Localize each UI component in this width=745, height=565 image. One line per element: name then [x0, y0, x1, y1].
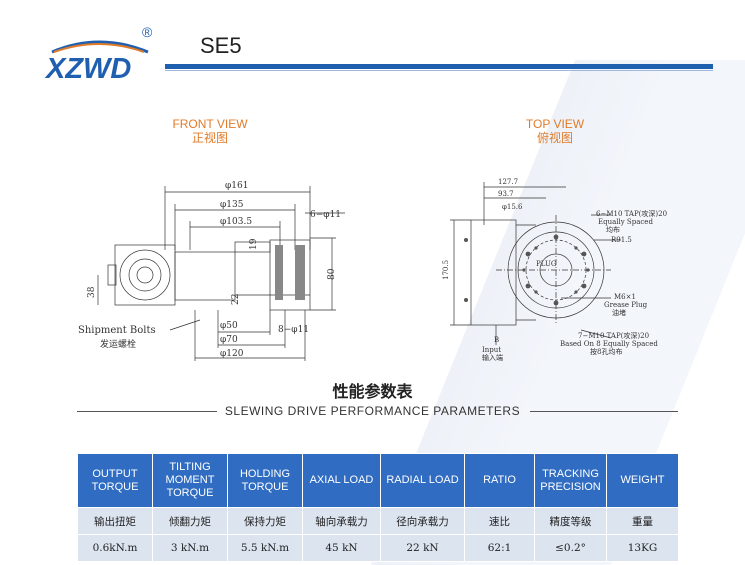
header-text: AXIAL LOAD	[309, 474, 374, 486]
cell-cn: 速比	[464, 507, 535, 535]
front-view-title: FRONT VIEW 正视图	[160, 117, 260, 145]
dim-w127: 127.7	[498, 178, 518, 186]
dim-d70: φ70	[220, 335, 238, 345]
brand-logo: XZWD	[44, 38, 154, 85]
input-b: B	[494, 336, 499, 344]
header-axial-load: AXIAL LOAD	[302, 453, 381, 508]
header-radial-load: RADIAL LOAD	[380, 453, 465, 508]
dim-d120: φ120	[220, 349, 244, 359]
dim-d50: φ50	[220, 321, 238, 331]
table-header-row: OUTPUT TORQUE TILTING MOMENT TORQUE HOLD…	[77, 453, 679, 508]
front-view-title-en: FRONT VIEW	[172, 117, 248, 131]
header-text: RADIAL LOAD	[386, 474, 459, 486]
front-view-title-cn: 正视图	[191, 131, 228, 145]
perf-line-left	[77, 411, 217, 412]
perf-line-right	[530, 411, 678, 412]
header-bar-thin	[165, 70, 713, 71]
grease-3: 油堵	[612, 308, 626, 317]
cell-cn: 输出扭矩	[77, 507, 153, 535]
cell-cn: 精度等级	[534, 507, 607, 535]
shipment-bolts-cn: 发运螺栓	[100, 338, 136, 350]
grease-2: Grease Plug	[604, 301, 648, 309]
cell-cn: 轴向承载力	[302, 507, 381, 535]
header-text: HOLDING TORQUE	[239, 467, 291, 493]
header-text: RATIO	[483, 474, 516, 486]
table-row-cn: 输出扭矩 倾翻力矩 保持力矩 轴向承载力 径向承载力 速比 精度等级 重量	[77, 507, 679, 535]
cell-cn: 保持力矩	[227, 507, 303, 535]
performance-table: OUTPUT TORQUE TILTING MOMENT TORQUE HOLD…	[77, 453, 679, 562]
shipment-bolts-en: Shipment Bolts	[78, 325, 156, 336]
dim-holes-top: 6−φ11	[310, 210, 341, 220]
top-view-title-en: TOP VIEW	[525, 117, 585, 131]
grease-1: M6×1	[614, 293, 636, 301]
cell-value: 5.5 kN.m	[227, 534, 303, 562]
header-text: TRACKING PRECISION	[540, 467, 601, 493]
top-view-drawing: 127.7 93.7 φ15.6 170.5 R91.5 PLUG 6−M10 …	[442, 178, 667, 362]
header-text: WEIGHT	[620, 474, 665, 486]
note-bot-2: Based On 8 Equally Spaced	[560, 340, 658, 348]
model-title: SE5	[200, 33, 242, 58]
performance-title-en: SLEWING DRIVE PERFORMANCE PARAMETERS	[224, 404, 521, 418]
note-bot-3: 按8孔均布	[590, 347, 622, 356]
front-view-drawing: φ161 φ135 φ103.5 6−φ11 19 80 38 22 φ50 8…	[78, 181, 345, 361]
cell-value: 3 kN.m	[152, 534, 228, 562]
cell-value: 62:1	[464, 534, 535, 562]
dim-h80: 80	[327, 268, 337, 280]
logo-text: XZWD	[44, 53, 131, 84]
logo-graphic: XZWD	[44, 40, 149, 85]
top-view-title-cn: 俯视图	[536, 131, 573, 145]
header-text: OUTPUT TORQUE	[91, 467, 139, 493]
dim-holes-bottom: 8−φ11	[278, 325, 309, 335]
dim-h22: 22	[231, 294, 241, 305]
dim-d15: φ15.6	[502, 203, 523, 211]
cell-value: 22 kN	[380, 534, 465, 562]
header-weight: WEIGHT	[606, 453, 679, 508]
registered-mark: ®	[142, 24, 153, 40]
dim-d161: φ161	[225, 181, 248, 191]
dim-d135: φ135	[220, 200, 244, 210]
header-text: TILTING MOMENT TORQUE	[165, 461, 215, 499]
note-top-2: Equally Spaced	[598, 218, 653, 226]
cell-value: ≤0.2°	[534, 534, 607, 562]
dim-h38: 38	[87, 286, 97, 298]
dim-h19: 19	[249, 238, 259, 250]
table-row-values: 0.6kN.m 3 kN.m 5.5 kN.m 45 kN 22 kN 62:1…	[77, 534, 679, 562]
note-top-3: 均布	[606, 225, 620, 234]
cell-cn: 径向承载力	[380, 507, 465, 535]
cell-value: 13KG	[606, 534, 679, 562]
input-cn: 输入端	[482, 353, 503, 362]
note-bot-1: 7−M10 TAP(攻深)20	[578, 331, 649, 340]
header-tracking-precision: TRACKING PRECISION	[534, 453, 607, 508]
header-output-torque: OUTPUT TORQUE	[77, 453, 153, 508]
performance-title-cn: 性能参数表	[332, 384, 413, 401]
cell-value: 45 kN	[302, 534, 381, 562]
header-ratio: RATIO	[464, 453, 535, 508]
dim-w93: 93.7	[498, 190, 514, 198]
note-top-1: 6−M10 TAP(攻深)20	[596, 209, 667, 218]
cell-cn: 重量	[606, 507, 679, 535]
header-holding-torque: HOLDING TORQUE	[227, 453, 303, 508]
dim-d103: φ103.5	[220, 217, 252, 227]
dim-r91: R91.5	[611, 236, 632, 244]
plug-label: PLUG	[536, 260, 557, 268]
cell-value: 0.6kN.m	[77, 534, 153, 562]
header-tilting-moment: TILTING MOMENT TORQUE	[152, 453, 228, 508]
cell-cn: 倾翻力矩	[152, 507, 228, 535]
input-en: Input	[482, 346, 501, 354]
top-view-title: TOP VIEW 俯视图	[505, 117, 605, 145]
dim-h170: 170.5	[442, 260, 450, 280]
header-bar	[165, 64, 713, 69]
